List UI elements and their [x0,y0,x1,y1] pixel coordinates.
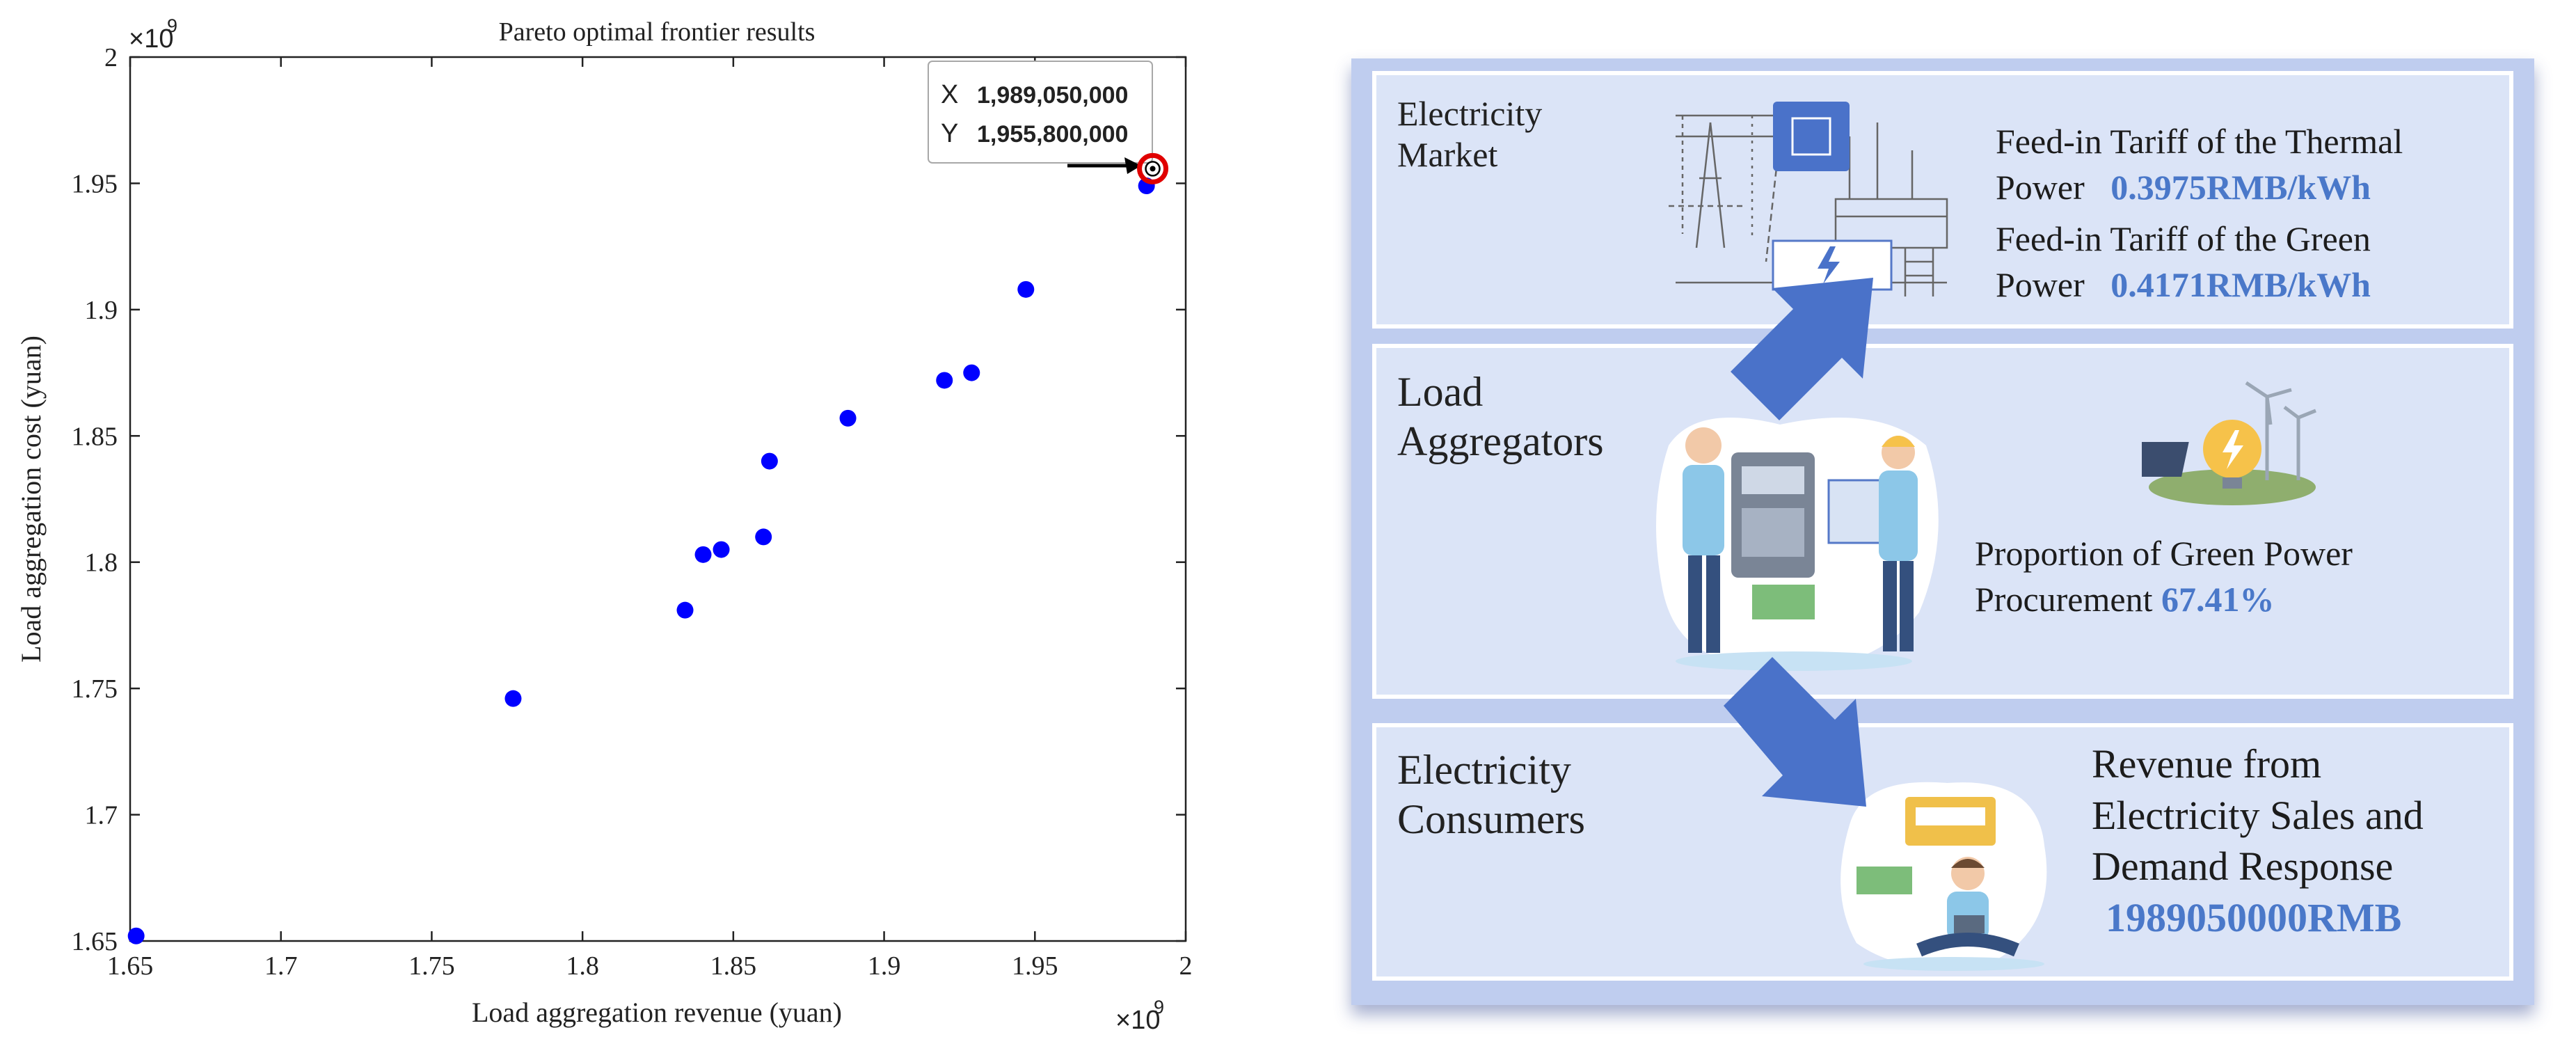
data-point[interactable] [694,546,712,563]
pareto-scatter-chart: Pareto optimal frontier results ×10 9 ×1… [15,15,1193,1035]
svg-text:×10: ×10 [1115,1006,1160,1035]
x-tick-label: 1.75 [408,951,455,981]
green-tariff-text: Feed-in Tariff of the Green Power 0.4171… [1996,219,2371,304]
green-proportion-text: Proportion of Green Power Procurement 67… [1975,534,2353,619]
x-tick-label: 1.7 [264,951,298,981]
y-tick-label: 1.7 [85,801,118,830]
highlighted-point[interactable] [1137,152,1169,184]
data-point[interactable] [713,541,730,558]
market-title: Electricity Market [1397,94,1543,174]
x-tick-label: 1.85 [710,951,757,981]
x-tick-label: 1.9 [868,951,901,981]
datatip-pointer [1067,157,1141,174]
x-axis-ticks: 1.65 1.7 1.75 1.8 1.85 1.9 1.95 2 [107,57,1193,981]
green-proportion-value: 67.41% [2161,580,2275,619]
x-tick-label: 1.8 [566,951,599,981]
x-tick-label: 2 [1179,951,1193,981]
data-point[interactable] [504,690,522,707]
data-point[interactable] [676,601,694,619]
data-point[interactable] [755,528,772,546]
y-tick-label: 1.8 [85,548,118,578]
y-tick-label: 1.9 [85,296,118,325]
x-tick-label: 1.95 [1012,951,1058,981]
x-axis-label: Load aggregation revenue (yuan) [472,997,842,1028]
data-point[interactable] [1017,280,1035,298]
x-tick-label: 1.65 [107,951,154,981]
datatip-y-value: 1,955,800,000 [977,121,1128,148]
data-point[interactable] [936,372,953,389]
aggregators-illustration [1656,418,1939,671]
aggregators-title: Load Aggregators [1397,369,1604,464]
consumers-title: Electricity Consumers [1397,747,1585,842]
electricity-consumers-section: Electricity Consumers Revenue from Elect… [1372,723,2513,981]
data-point[interactable] [761,452,778,470]
data-points [127,177,1155,944]
y-axis-label: Load aggregation cost (yuan) [15,335,47,663]
datatip-y-key: Y [941,119,958,148]
y-tick-label: 1.95 [72,169,118,198]
electricity-market-section: Electricity Market [1372,71,2513,329]
consumer-illustration [1840,782,2047,971]
datatip-x-value: 1,989,050,000 [977,82,1128,109]
svg-text:9: 9 [1154,997,1164,1018]
data-point[interactable] [963,364,980,381]
thermal-tariff-value: 0.3975RMB/kWh [2110,168,2371,207]
y-axis-ticks: 1.65 1.7 1.75 1.8 1.85 1.9 1.95 2 [72,43,1186,956]
load-aggregation-infographic: Electricity Market [1351,58,2534,1005]
svg-text:×10: ×10 [129,24,173,54]
datatip[interactable]: X 1,989,050,000 Y 1,955,800,000 [928,61,1153,174]
load-aggregators-section: Load Aggregators [1372,344,2513,699]
y-exponent-label: ×10 9 [129,15,177,54]
thermal-tariff-text: Feed-in Tariff of the Thermal Power 0.39… [1996,122,2403,207]
data-point[interactable] [127,927,145,944]
green-tariff-value: 0.4171RMB/kWh [2110,265,2371,304]
arrow-aggregators-to-market [1731,278,1873,420]
green-energy-icon [2142,381,2316,505]
x-exponent-label: ×10 9 [1115,997,1164,1035]
datatip-x-key: X [941,80,958,109]
highlight-ring [1137,152,1169,184]
y-tick-label: 1.65 [72,927,118,956]
data-point[interactable] [839,409,857,427]
y-tick-label: 1.85 [72,422,118,451]
power-plant-illustration [1669,102,1948,296]
revenue-value: 1989050000RMB [2106,894,2402,940]
arrow-aggregators-to-consumers [1724,657,1866,807]
chart-title: Pareto optimal frontier results [499,17,816,47]
revenue-text: Revenue from Electricity Sales and Deman… [2092,738,2424,944]
highlight-center [1150,166,1156,172]
y-tick-label: 2 [104,43,118,72]
y-tick-label: 1.75 [72,674,118,704]
svg-text:9: 9 [167,15,177,36]
plot-area [129,56,1187,942]
datatip-box [928,61,1153,164]
